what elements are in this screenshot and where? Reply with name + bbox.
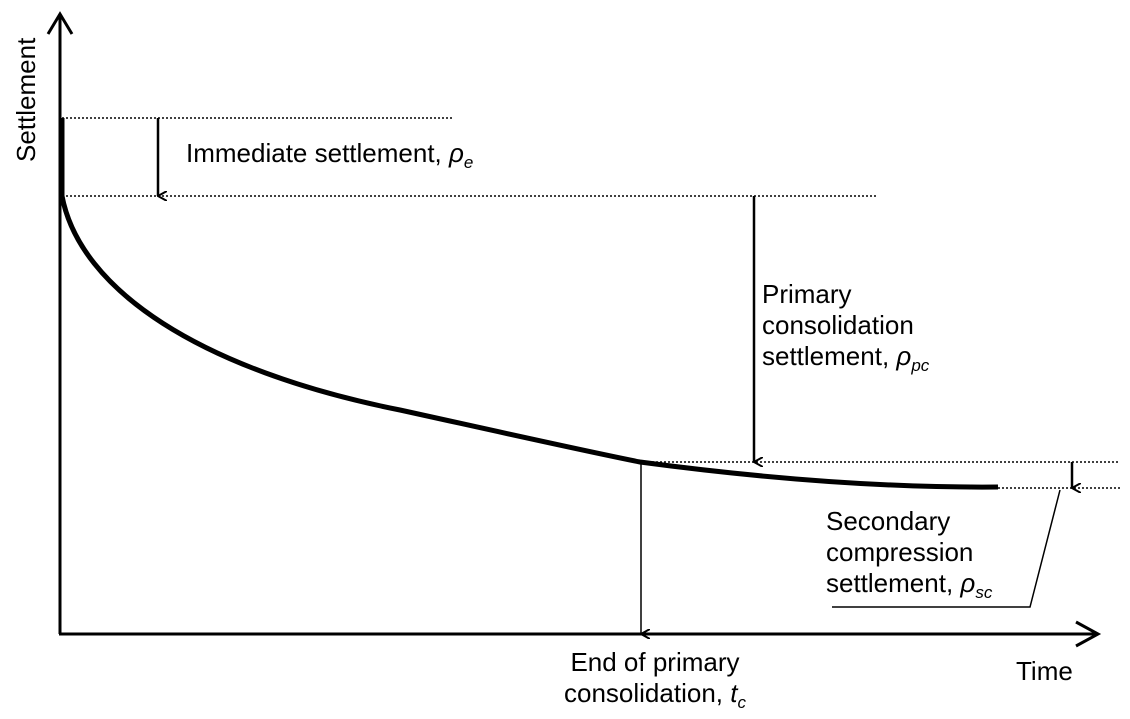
immediate-label-text: Immediate settlement, (186, 138, 449, 168)
y-axis-arrowhead (46, 11, 74, 35)
rho-symbol: ρ (449, 138, 464, 168)
end-of-primary-label: End of primary consolidation, tc (564, 647, 746, 712)
immediate-settlement-label: Immediate settlement, ρe (186, 138, 474, 172)
subscript-c: c (737, 693, 746, 712)
subscript-pc: pc (911, 356, 930, 375)
secondary-line1: Secondary (826, 506, 951, 536)
secondary-line3-text: settlement, (826, 568, 961, 598)
subscript-sc: sc (975, 583, 993, 602)
secondary-leader-line (832, 489, 1061, 608)
primary-line3: settlement, ρpc (762, 341, 930, 375)
x-axis-label: Time (1016, 656, 1073, 686)
rho-symbol: ρ (896, 341, 912, 371)
subscript-e: e (463, 153, 474, 172)
settlement-curve (59, 118, 999, 490)
y-axis-label: Settlement (11, 37, 41, 162)
primary-line1: Primary (762, 279, 852, 309)
x-axis-arrowhead (1075, 620, 1102, 648)
primary-line2: consolidation (762, 310, 914, 340)
end-primary-line2-text: consolidation, (564, 678, 731, 708)
end-primary-line1: End of primary (570, 647, 740, 677)
secondary-compression-label: Secondary compression settlement, ρsc (826, 506, 993, 602)
primary-line3-text: settlement, (762, 341, 897, 371)
rho-symbol: ρ (960, 568, 976, 598)
end-primary-line2: consolidation, tc (564, 678, 746, 712)
secondary-line2: compression (826, 537, 974, 567)
secondary-line3: settlement, ρsc (826, 568, 993, 602)
primary-consolidation-label: Primary consolidation settlement, ρpc (762, 279, 930, 375)
t-symbol: t (730, 678, 738, 708)
